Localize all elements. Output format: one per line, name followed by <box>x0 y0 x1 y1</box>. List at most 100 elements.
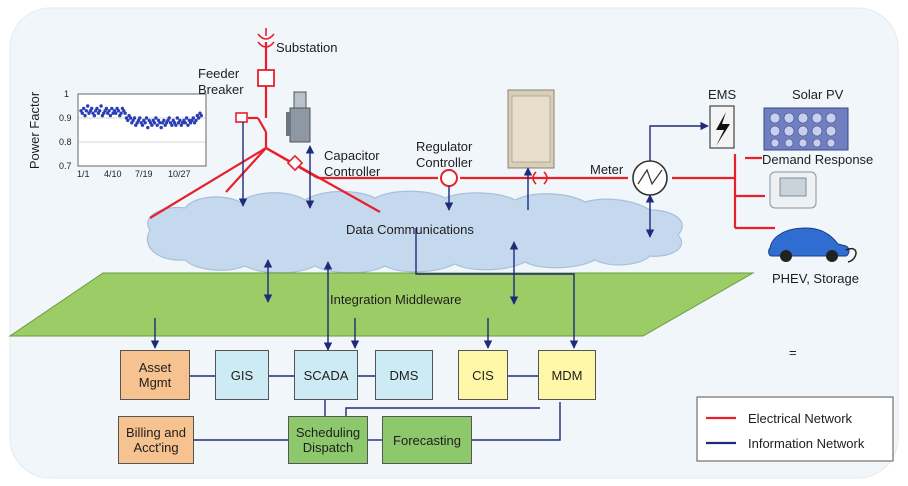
chart-point <box>174 123 178 127</box>
legend-box <box>696 396 894 462</box>
integration-middleware-label: Integration Middleware <box>330 292 462 307</box>
chart-point <box>128 116 133 120</box>
chart-point <box>191 116 195 120</box>
meter-needle-icon <box>637 168 663 186</box>
chart-point <box>184 116 189 120</box>
billing-label-2: Acct'ing <box>133 440 179 455</box>
dms-box: DMS <box>375 350 433 400</box>
chart-ytick-1: 1 <box>64 89 70 99</box>
chart-point <box>84 109 89 113</box>
power-factor-chart <box>77 93 207 167</box>
feeder-label: Feeder <box>198 66 240 81</box>
chart-point <box>144 116 149 120</box>
chart-points <box>79 104 203 130</box>
chart-xtick-2: 4/10 <box>104 169 122 179</box>
phev-storage-label: PHEV, Storage <box>772 271 859 286</box>
scada-label: SCADA <box>303 367 349 383</box>
chart-point <box>154 116 158 120</box>
forecasting-box: Forecasting <box>382 416 472 464</box>
information-network <box>150 121 709 441</box>
forecasting-label: Forecasting <box>393 432 461 448</box>
mdm-box: MDM <box>538 350 596 400</box>
chart-point <box>80 111 85 115</box>
scada-box: SCADA <box>294 350 358 400</box>
chart-point <box>140 123 145 127</box>
chart-point <box>98 109 102 113</box>
regulator-label: Regulator <box>416 139 473 154</box>
solar-pv-label: Solar PV <box>792 87 844 102</box>
chart-point <box>83 113 87 118</box>
chart-gridlines <box>78 117 206 143</box>
chart-point <box>143 121 147 125</box>
substation-label: Substation <box>276 40 338 55</box>
chart-point <box>92 113 97 118</box>
chart-point <box>86 104 90 108</box>
capacitor-label: Capacitor <box>324 148 380 163</box>
chart-point <box>199 113 203 118</box>
chart-point <box>110 106 114 111</box>
integration-middleware-plane <box>8 272 755 337</box>
substation-icon <box>257 28 275 48</box>
chart-xtick-3: 7/19 <box>135 169 153 179</box>
chart-point <box>126 118 130 123</box>
chart-point <box>175 116 179 120</box>
feeder-breaker-icon <box>257 69 275 87</box>
chart-point <box>194 118 198 123</box>
breaker-controller-icon <box>235 112 248 123</box>
cis-box: CIS <box>458 350 508 400</box>
data-communications-label: Data Communications <box>346 222 474 237</box>
chart-point <box>114 111 118 115</box>
ems-label: EMS <box>708 87 737 102</box>
chart-point <box>90 106 94 111</box>
chart-point <box>108 113 113 118</box>
data-communications-cloud <box>146 190 683 274</box>
chart-point <box>178 118 182 123</box>
chart-point <box>107 109 111 113</box>
chart-point <box>155 123 159 127</box>
ems-bolt-icon <box>716 112 730 146</box>
chart-point <box>170 123 174 127</box>
regulator-icon <box>440 169 458 187</box>
capacitor-controller-label: Controller <box>324 164 381 179</box>
chart-point <box>119 111 123 115</box>
chart-point <box>116 109 121 113</box>
chart-point <box>132 116 137 120</box>
demand-response-label: Demand Response <box>762 152 874 167</box>
legend-information-label: Information Network <box>748 436 865 451</box>
meter-label: Meter <box>590 162 624 177</box>
chart-ytick-07: 0.7 <box>59 161 72 171</box>
cis-label: CIS <box>472 367 494 383</box>
chart-point <box>146 125 150 130</box>
chart-xtick-1: 1/1 <box>77 169 90 179</box>
capacitor-switch-icon <box>286 154 304 172</box>
chart-point <box>197 116 201 120</box>
mdm-label: MDM <box>551 367 583 383</box>
chart-point <box>158 121 162 125</box>
chart-ytick-09: 0.9 <box>59 113 72 123</box>
coupling-icon <box>532 171 548 185</box>
solar-pv-icon <box>763 107 849 151</box>
chart-point <box>159 125 163 130</box>
chart-point <box>82 106 86 111</box>
capacitor-device-icon <box>286 91 311 143</box>
chart-point <box>162 118 166 123</box>
chart-plot-area <box>77 93 207 167</box>
scheduling-label-2: Dispatch <box>302 440 354 455</box>
chart-point <box>104 106 109 111</box>
chart-point <box>150 123 154 127</box>
breaker-label: Breaker <box>198 82 244 97</box>
scheduling-label-1: Scheduling <box>295 425 361 440</box>
chart-point <box>138 116 142 120</box>
billing-label-1: Billing and <box>126 425 186 440</box>
gis-label: GIS <box>230 367 254 383</box>
regulator-controller-label: Controller <box>416 155 473 170</box>
thermostat-icon <box>769 171 817 209</box>
equals-mark: = <box>789 345 797 360</box>
chart-point <box>183 121 187 125</box>
chart-point <box>186 123 190 127</box>
asset-mgmt-label-2: Mgmt <box>138 375 172 390</box>
